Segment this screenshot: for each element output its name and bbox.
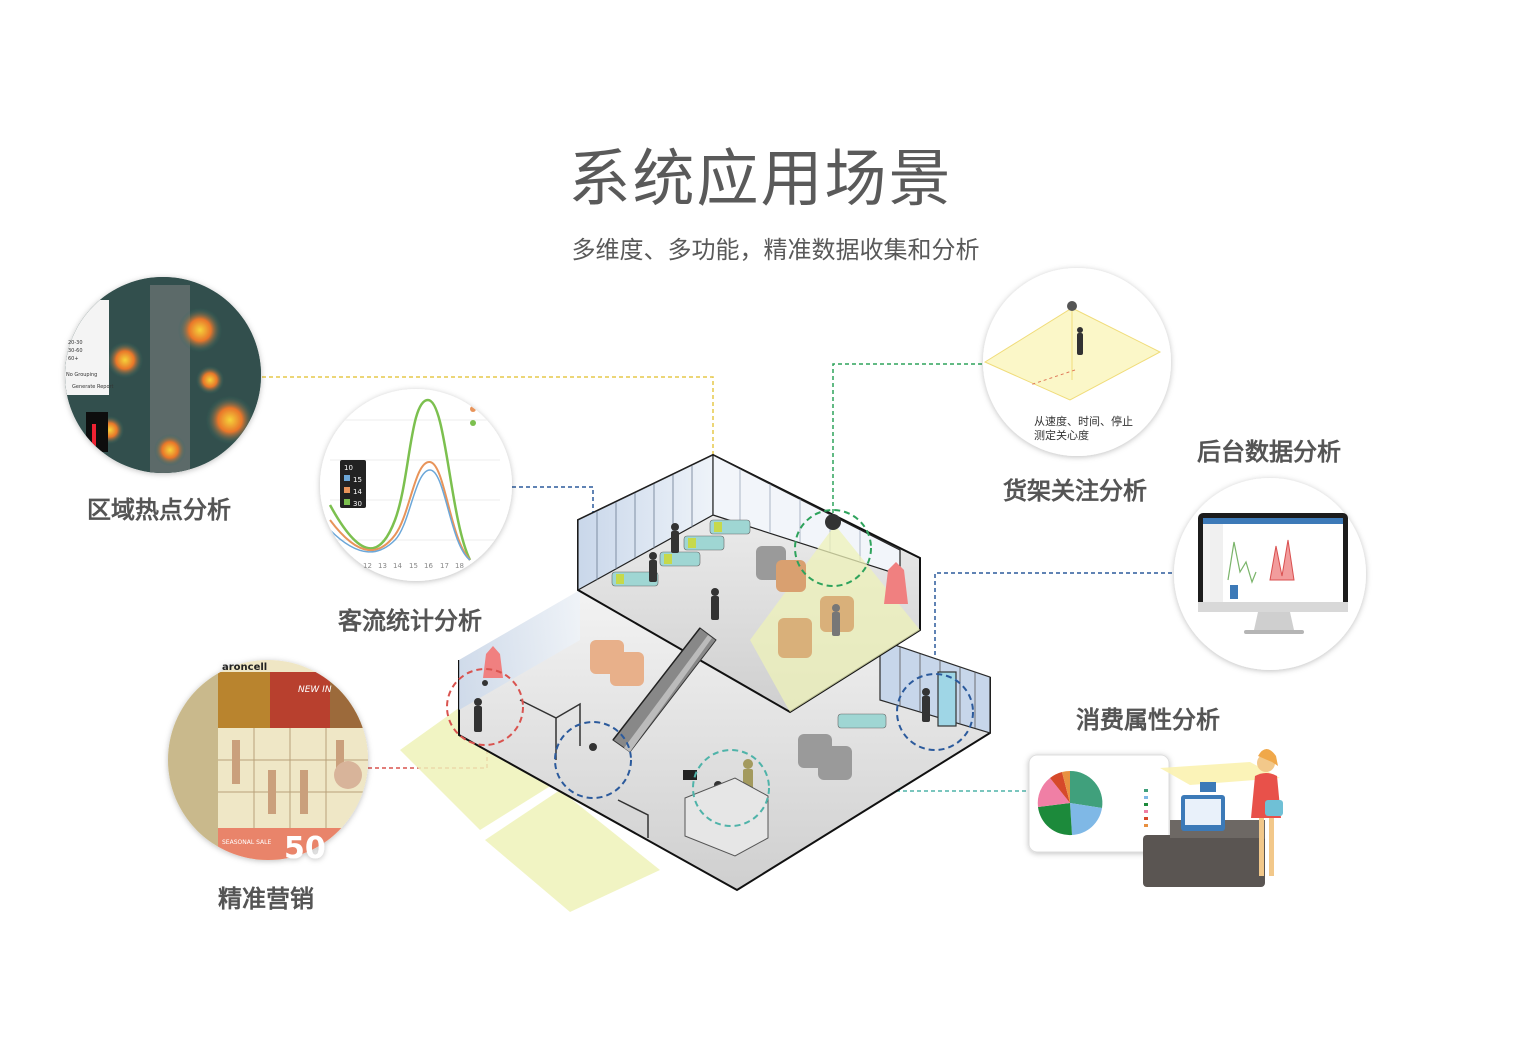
- traffic-circle: 10 15 14 30 12 13 14 15 16 17 18: [320, 389, 512, 581]
- backend-circle: [1174, 478, 1366, 670]
- backend-connector: [934, 572, 1172, 690]
- heatmap-circle: 20-30 30-60 60+ No Grouping Generate Rep…: [65, 277, 261, 473]
- entrance-doors: [519, 699, 649, 838]
- shelf-caption: 从速度、时间、停止 测定关心度: [1034, 415, 1133, 443]
- shelf-caption-line-1: 从速度、时间、停止: [1034, 415, 1133, 428]
- traffic-tick-18: 18: [455, 562, 464, 570]
- shelf-caption-line-2: 测定关心度: [1034, 429, 1089, 442]
- traffic-label: 客流统计分析: [338, 607, 482, 635]
- backend-label: 后台数据分析: [1197, 438, 1341, 466]
- traffic-legend-4: 30: [353, 500, 362, 508]
- page-title: 系统应用场景: [568, 142, 953, 215]
- marketing-discount: 50: [284, 831, 326, 866]
- marketing-banner: NEW IN: [298, 685, 332, 695]
- traffic-legend-1: 10: [344, 464, 353, 472]
- heatmap-option-3: 60+: [68, 356, 79, 362]
- heatmap-option-2: 30-60: [68, 348, 83, 354]
- traffic-legend-3: 14: [353, 488, 362, 496]
- consumer-pie-chart: [1037, 770, 1103, 836]
- people-upper: [649, 523, 840, 636]
- traffic-legend-2: 15: [353, 476, 362, 484]
- entrance-light-1: [400, 700, 560, 830]
- consumer-label: 消费属性分析: [1076, 706, 1220, 734]
- camera-entrance: [482, 680, 488, 686]
- shelf-connector: [832, 363, 982, 518]
- digital-signage: [937, 671, 957, 727]
- clothing-racks-lower: [483, 640, 887, 780]
- marketing-circle: aroncell NEW IN SEASONAL SALE 50: [168, 660, 368, 866]
- traffic-tick-14: 14: [393, 562, 402, 570]
- clothing-racks-upper: [611, 519, 908, 658]
- traffic-line-green: [328, 398, 472, 561]
- heatmap-label: 区域热点分析: [87, 496, 231, 524]
- marketing-sale: SEASONAL SALE: [222, 839, 271, 846]
- lower-right-wall: [879, 639, 991, 734]
- shelf-circle: [983, 268, 1171, 456]
- shelf-camera: [1067, 301, 1077, 311]
- heatmap-connector: [262, 376, 714, 462]
- traffic-tick-16: 16: [424, 562, 433, 570]
- vip-scene: [1143, 749, 1283, 887]
- entrance-light-2: [485, 790, 660, 912]
- heatmap-option-1: 20-30: [68, 340, 83, 346]
- camera-lower: [589, 743, 597, 751]
- traffic-line-blue: [329, 469, 471, 561]
- shelf-label: 货架关注分析: [1003, 477, 1147, 505]
- checkout-counter: [683, 770, 769, 857]
- dress-mannequin: [884, 562, 908, 604]
- page-subtitle: 多维度、多功能，精准数据收集和分析: [571, 236, 980, 264]
- heatmap-grouping: No Grouping: [66, 372, 97, 378]
- store-model: [400, 453, 991, 912]
- vip-counter: [1143, 835, 1265, 887]
- heatmap-report-button: Generate Report: [72, 384, 114, 390]
- zone-circles: [446, 509, 974, 827]
- traffic-tick-12: 12: [363, 562, 372, 570]
- camera-upper: [825, 514, 841, 530]
- escalator: [612, 627, 717, 753]
- consumer-card: [1028, 754, 1170, 853]
- lower-left-wall: [459, 590, 580, 710]
- traffic-tick-15: 15: [409, 562, 418, 570]
- traffic-tick-17: 17: [440, 562, 449, 570]
- marketing-label: 精准营销: [218, 885, 314, 913]
- marketing-brand: aroncell: [222, 662, 267, 673]
- woman-figure: [1251, 749, 1283, 876]
- monitor-icon: [1198, 513, 1348, 634]
- traffic-line-orange: [329, 461, 471, 561]
- consumer-legend: [1144, 789, 1148, 827]
- traffic-tick-13: 13: [378, 562, 387, 570]
